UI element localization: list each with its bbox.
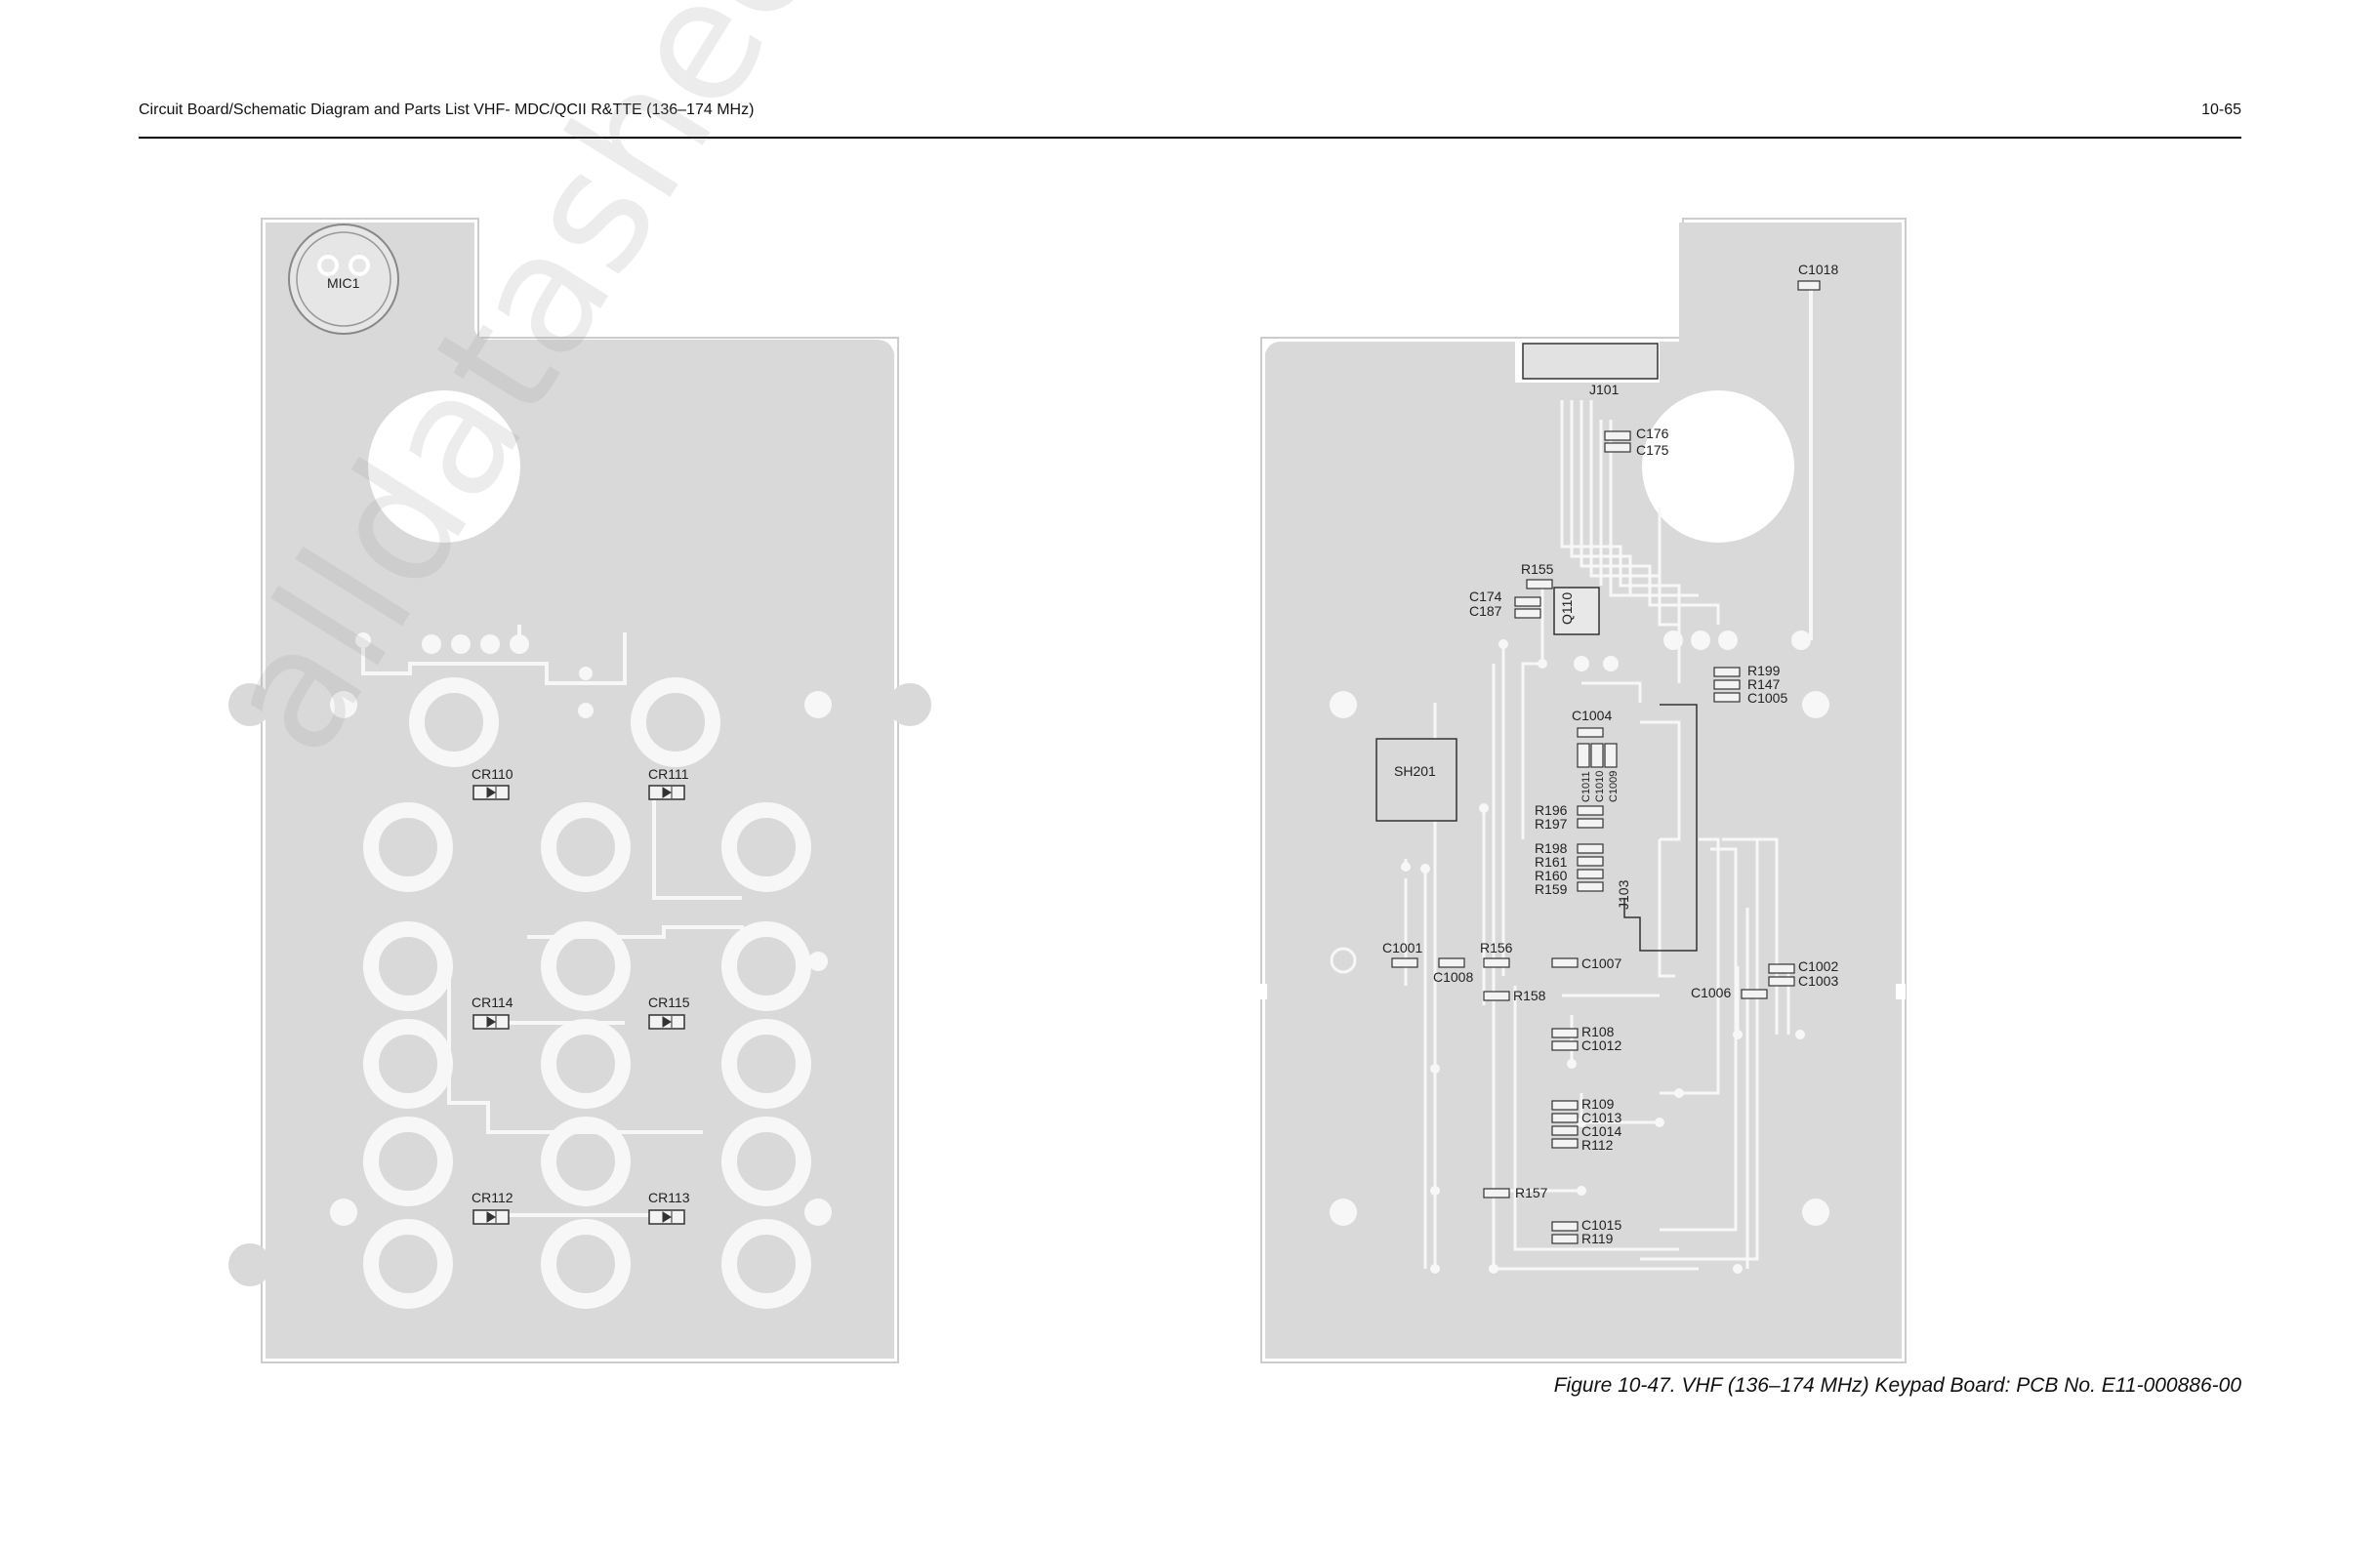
left-board: MIC1 — [228, 218, 931, 1363]
c1001-label: C1001 — [1382, 940, 1422, 955]
cr111-label: CR111 — [648, 766, 689, 782]
r196-label: R196 — [1535, 802, 1568, 818]
r119-label: R119 — [1581, 1231, 1614, 1246]
q110-label: Q110 — [1559, 592, 1575, 625]
j101-label: J101 — [1589, 382, 1620, 397]
c175-label: C175 — [1636, 442, 1669, 458]
r197-label: R197 — [1535, 816, 1568, 832]
r156-label: R156 — [1480, 940, 1513, 955]
r198-label: R198 — [1535, 840, 1568, 856]
c1018-label: C1018 — [1798, 262, 1838, 277]
r108-label: R108 — [1581, 1024, 1615, 1039]
page-number: 10-65 — [2201, 102, 2241, 118]
connector-j103 — [1623, 704, 1698, 952]
diode-cr115: CR115 — [648, 995, 690, 1030]
mic1-label: MIC1 — [327, 275, 360, 291]
figure-caption: Figure 10-47. VHF (136–174 MHz) Keypad B… — [1553, 1374, 2241, 1397]
c1010-label: C1010 — [1594, 771, 1606, 802]
header-rule — [139, 137, 2241, 139]
r159-label: R159 — [1535, 881, 1568, 897]
r161-label: R161 — [1535, 854, 1568, 870]
c1015-label: C1015 — [1581, 1217, 1621, 1233]
j103-label: J103 — [1616, 879, 1631, 910]
r157-label: R157 — [1515, 1185, 1548, 1200]
transistor-q110 — [1553, 587, 1600, 635]
c1002-label: C1002 — [1798, 958, 1838, 974]
c1005-label: C1005 — [1747, 690, 1787, 706]
r147-label: R147 — [1747, 676, 1781, 692]
c1008-label: C1008 — [1433, 969, 1473, 985]
cr114-label: CR114 — [472, 995, 513, 1010]
diode-cr113: CR113 — [648, 1190, 690, 1225]
c1012-label: C1012 — [1581, 1037, 1621, 1053]
cr113-label: CR113 — [648, 1190, 690, 1205]
diode-cr114: CR114 — [472, 995, 513, 1030]
diode-cr110: CR110 — [472, 766, 513, 800]
cr112-label: CR112 — [472, 1190, 513, 1205]
c1006-label: C1006 — [1691, 985, 1731, 1000]
c1011-label: C1011 — [1580, 771, 1592, 802]
r160-label: R160 — [1535, 868, 1568, 883]
c1013-label: C1013 — [1581, 1110, 1621, 1125]
r158-label: R158 — [1513, 988, 1546, 1003]
cr115-label: CR115 — [648, 995, 690, 1010]
shield-sh201 — [1375, 738, 1457, 822]
c1009-label: C1009 — [1608, 771, 1620, 802]
cr110-label: CR110 — [472, 766, 513, 782]
page-header-title: Circuit Board/Schematic Diagram and Part… — [139, 102, 755, 118]
c1004-label: C1004 — [1572, 708, 1612, 723]
r199-label: R199 — [1747, 663, 1781, 678]
c176-label: C176 — [1636, 426, 1669, 441]
diode-cr112: CR112 — [472, 1190, 513, 1225]
right-board: J101 SH201 Q110 — [1257, 218, 1907, 1363]
sh201-label: SH201 — [1394, 763, 1436, 779]
c1014-label: C1014 — [1581, 1123, 1621, 1139]
c1007-label: C1007 — [1581, 955, 1621, 971]
c1003-label: C1003 — [1798, 973, 1838, 989]
r155-label: R155 — [1521, 561, 1554, 577]
r112-label: R112 — [1581, 1137, 1614, 1153]
c187-label: C187 — [1469, 603, 1502, 619]
diode-cr111: CR111 — [648, 766, 689, 800]
connector-j101 — [1522, 343, 1659, 380]
c174-label: C174 — [1469, 589, 1502, 604]
r109-label: R109 — [1581, 1096, 1615, 1112]
